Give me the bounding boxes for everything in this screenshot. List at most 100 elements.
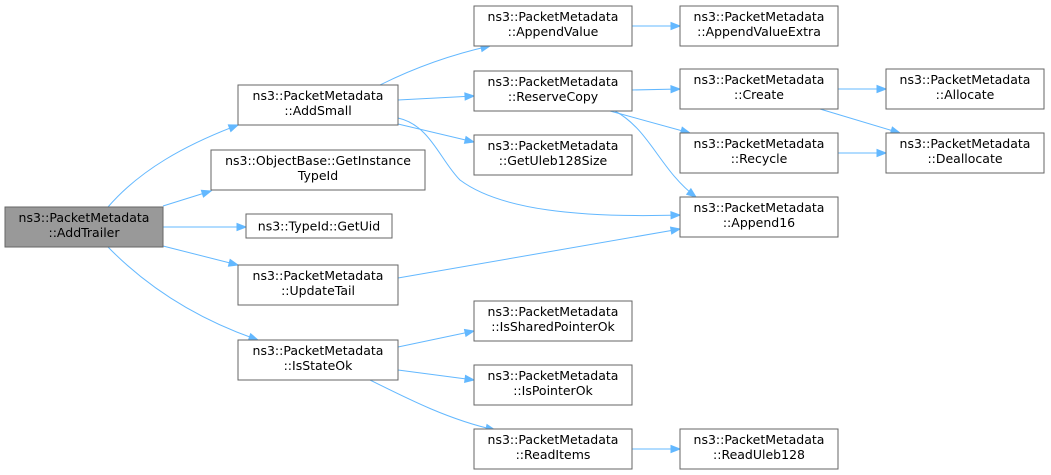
edge-create-to-allocate [838, 84, 888, 94]
call-graph-edges [107, 21, 902, 454]
node-box [885, 132, 1045, 174]
arrowhead-icon [670, 84, 682, 94]
edge-root-to-getuid [163, 222, 248, 232]
node-box [473, 300, 633, 342]
arrowhead-icon [227, 124, 240, 133]
node-label-line: ::Deallocate [927, 151, 1002, 166]
node-label-line: ns3::PacketMetadata [694, 9, 825, 24]
edge-line [107, 246, 259, 341]
arrowhead-icon [236, 222, 248, 232]
node-box [473, 134, 633, 176]
node-label-line: ns3::PacketMetadata [694, 432, 825, 447]
arrowhead-icon [669, 226, 682, 235]
node-label-line: ::Append16 [723, 215, 795, 230]
node-allocate[interactable]: ns3::PacketMetadata::Allocate [885, 68, 1045, 110]
node-isstateok[interactable]: ns3::PacketMetadata::IsStateOk [237, 339, 399, 381]
node-label-line: ::GetUleb128Size [499, 153, 608, 168]
node-label-line: ::Create [734, 87, 784, 102]
node-label-line: ::ReadUleb128 [713, 447, 805, 462]
node-create[interactable]: ns3::PacketMetadata::Create [679, 68, 839, 110]
arrowhead-icon [227, 258, 240, 267]
node-readitems[interactable]: ns3::PacketMetadata::ReadItems [473, 428, 633, 470]
node-label-line: ns3::PacketMetadata [488, 138, 619, 153]
arrowhead-icon [200, 189, 213, 198]
node-issharedptr[interactable]: ns3::PacketMetadata::IsSharedPointerOk [473, 300, 633, 342]
edge-reservecopy-to-create [631, 84, 682, 94]
edge-root-to-isstateok [107, 246, 260, 341]
edge-root-to-addsmall [107, 124, 240, 208]
node-readuleb[interactable]: ns3::PacketMetadata::ReadUleb128 [679, 428, 839, 470]
node-appendvalueextra[interactable]: ns3::PacketMetadata::AppendValueExtra [679, 5, 839, 47]
edge-line [379, 45, 491, 86]
node-label-line: ns3::PacketMetadata [694, 72, 825, 87]
node-label-line: ns3::ObjectBase::GetInstance [225, 153, 411, 168]
node-appendvalue[interactable]: ns3::PacketMetadata::AppendValue [473, 5, 633, 47]
node-label-line: ::Recycle [731, 151, 788, 166]
node-box [473, 428, 633, 470]
node-getuid[interactable]: ns3::TypeId::GetUid [245, 213, 393, 239]
edge-line [107, 124, 239, 208]
node-label-line: ns3::PacketMetadata [488, 432, 619, 447]
node-label-line: ::ReadItems [516, 447, 591, 462]
node-label-line: ns3::PacketMetadata [253, 343, 384, 358]
node-box [237, 264, 399, 306]
node-reservecopy[interactable]: ns3::PacketMetadata::ReserveCopy [473, 70, 633, 112]
node-label-line: ::IsPointerOk [513, 383, 593, 398]
call-graph-nodes: ns3::PacketMetadata::AddTrailerns3::Pack… [4, 5, 1045, 470]
node-box [473, 5, 633, 47]
arrowhead-icon [670, 21, 682, 31]
node-box [4, 206, 164, 248]
node-box [473, 70, 633, 112]
node-ispointerok[interactable]: ns3::PacketMetadata::IsPointerOk [473, 364, 633, 406]
edge-create-to-deallocate [819, 108, 902, 135]
node-append16[interactable]: ns3::PacketMetadata::Append16 [679, 196, 839, 238]
edge-isstateok-to-ispointerok [397, 369, 476, 383]
node-box [679, 68, 839, 110]
node-box [679, 5, 839, 47]
edge-reservecopy-to-append16 [614, 110, 698, 198]
node-getuleb[interactable]: ns3::PacketMetadata::GetUleb128Size [473, 134, 633, 176]
node-label-line: ns3::PacketMetadata [19, 210, 150, 225]
edge-line [397, 95, 475, 101]
node-updatetail[interactable]: ns3::PacketMetadata::UpdateTail [237, 264, 399, 306]
node-deallocate[interactable]: ns3::PacketMetadata::Deallocate [885, 132, 1045, 174]
node-label-line: ::AddTrailer [49, 225, 121, 240]
edge-line [614, 110, 697, 198]
node-label-line: ::AppendValue [508, 24, 599, 39]
arrowhead-icon [876, 148, 888, 158]
edge-line [397, 123, 475, 143]
node-label-line: ::Allocate [936, 87, 995, 102]
arrowhead-icon [685, 187, 698, 198]
edge-root-to-getinstance [162, 189, 213, 207]
arrowhead-icon [464, 92, 476, 101]
edge-addsmall-to-append16 [397, 117, 682, 220]
node-box [473, 364, 633, 406]
edge-line [397, 330, 475, 348]
node-label-line: ns3::PacketMetadata [253, 88, 384, 103]
edge-addsmall-to-reservecopy [397, 92, 476, 101]
node-label-line: ns3::TypeId::GetUid [258, 219, 380, 234]
edge-updatetail-to-append16 [397, 226, 682, 279]
edge-recycle-to-deallocate [838, 148, 888, 158]
edge-reservecopy-to-recycle [609, 110, 692, 135]
arrowhead-icon [464, 374, 476, 383]
node-label-line: ::UpdateTail [281, 283, 355, 298]
edge-line [369, 379, 496, 431]
node-box [210, 149, 426, 191]
node-recycle[interactable]: ns3::PacketMetadata::Recycle [679, 132, 839, 174]
arrowhead-icon [670, 211, 682, 220]
node-label-line: ns3::PacketMetadata [488, 304, 619, 319]
node-label-line: ::IsSharedPointerOk [491, 319, 615, 334]
node-label-line: ns3::PacketMetadata [253, 268, 384, 283]
node-addsmall[interactable]: ns3::PacketMetadata::AddSmall [237, 84, 399, 126]
node-label-line: TypeId [297, 168, 338, 183]
node-label-line: ::AddSmall [284, 103, 351, 118]
node-box [679, 132, 839, 174]
edge-line [162, 245, 239, 266]
edge-line [397, 117, 681, 217]
node-root[interactable]: ns3::PacketMetadata::AddTrailer [4, 206, 164, 248]
node-box [679, 196, 839, 238]
node-label-line: ns3::PacketMetadata [694, 136, 825, 151]
node-label-line: ns3::PacketMetadata [900, 136, 1031, 151]
